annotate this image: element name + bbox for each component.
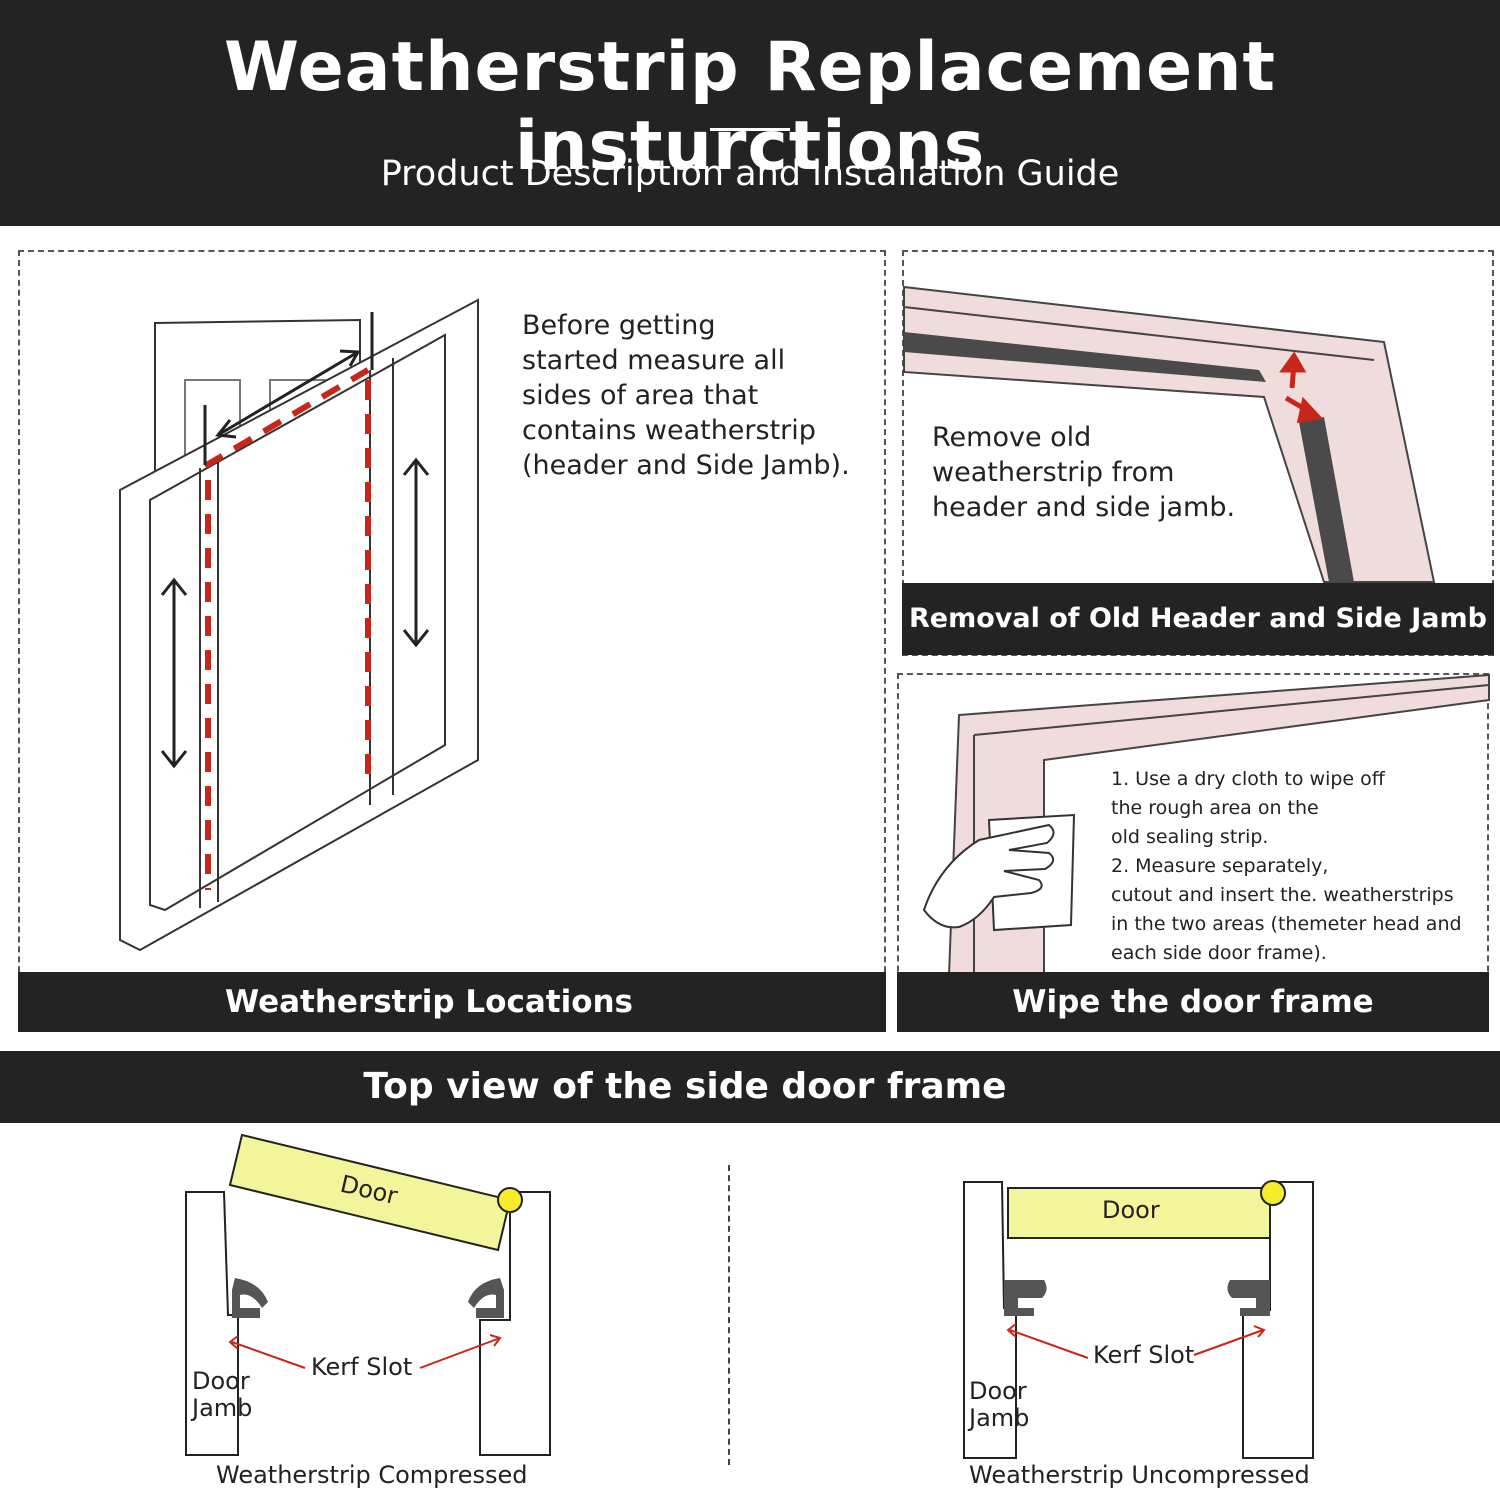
compressed-diagram — [185, 1133, 551, 1456]
uncompressed-diagram — [963, 1180, 1314, 1459]
wipe-caption: Wipe the door frame — [897, 972, 1489, 1032]
compressed-kerf-label: Kerf Slot — [311, 1353, 413, 1381]
header-banner — [0, 0, 1500, 226]
locations-instructions: Before getting started measure all sides… — [522, 310, 850, 481]
wipe-step-line: the rough area on the — [1111, 797, 1319, 819]
wipe-step-line: cutout and insert the. weatherstrips — [1111, 884, 1454, 906]
page-title: Weatherstrip Replacement insturctions — [223, 28, 1276, 186]
wipe-step-line: old sealing strip. — [1111, 826, 1269, 848]
locations-caption: Weatherstrip Locations — [18, 972, 886, 1032]
compressed-caption: Weatherstrip Compressed — [216, 1461, 528, 1489]
uncompressed-jamb-label-1: Door — [969, 1377, 1027, 1405]
uncompressed-jamb-label-2: Jamb — [969, 1404, 1030, 1432]
uncompressed-caption: Weatherstrip Uncompressed — [969, 1461, 1310, 1489]
uncompressed-door-label: Door — [1102, 1196, 1160, 1224]
removal-instructions: Remove old weatherstrip from header and … — [932, 422, 1236, 523]
wipe-step-line: 1. Use a dry cloth to wipe off — [1111, 768, 1385, 790]
door-frame-illustration — [119, 298, 479, 952]
removal-panel — [902, 250, 1494, 656]
compressed-jamb-label-2: Jamb — [192, 1394, 253, 1422]
section-divider — [728, 1165, 730, 1465]
removal-caption: Removal of Old Header and Side Jamb — [902, 583, 1494, 655]
compressed-jamb-label-1: Door — [192, 1367, 250, 1395]
uncompressed-kerf-label: Kerf Slot — [1093, 1341, 1195, 1369]
wipe-step-line: 2. Measure separately, — [1111, 855, 1329, 877]
wipe-instructions: 1. Use a dry cloth to wipe off the rough… — [1111, 765, 1481, 968]
page-subtitle: Product Description and installation Gui… — [380, 154, 1120, 194]
topview-title: Top view of the side door frame — [0, 1051, 1500, 1123]
removal-illustration — [903, 285, 1436, 583]
title-divider — [710, 128, 790, 131]
wipe-step-line: in the two areas (themeter head and — [1111, 913, 1462, 935]
wipe-step-line: each side door frame). — [1111, 942, 1327, 964]
